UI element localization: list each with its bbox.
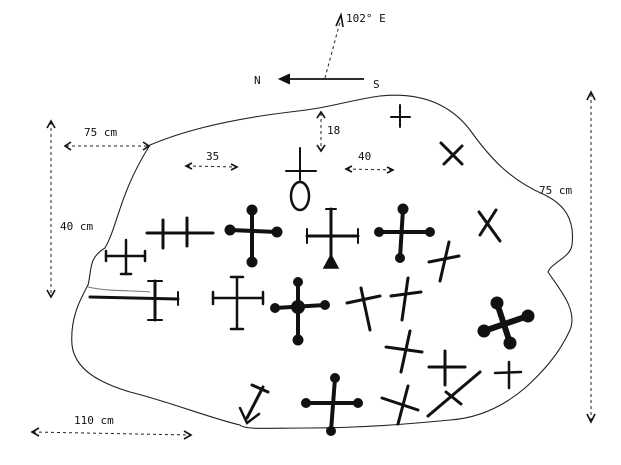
double-bar-cross (145, 216, 215, 250)
diagonal-cross (477, 208, 502, 243)
spacing-right-label: 40 (358, 150, 371, 163)
tilted-cross (380, 384, 420, 426)
small-cross (427, 349, 467, 387)
anchor-shaped-cross (238, 383, 270, 425)
right-height-label: 75 cm (539, 184, 572, 197)
terminal-dot-cross (374, 203, 435, 263)
terminal-dot-cross (270, 277, 330, 346)
bearing-label: 102° E (346, 12, 386, 25)
top-gap-label: 18 (327, 124, 340, 137)
south-label: S (373, 78, 380, 91)
cross-with-oval (285, 147, 317, 212)
dimension-spacing-left: 35 (184, 150, 239, 171)
small-cross (493, 360, 523, 390)
serif-cross (104, 238, 147, 276)
dimension-right-height: 75 cm (539, 90, 596, 424)
slanted-bar-cross (426, 370, 482, 418)
bearing-arrowhead (335, 12, 344, 28)
long-serif-cross (88, 279, 180, 322)
spacing-left-label: 35 (206, 150, 219, 163)
tilted-cross (427, 240, 461, 283)
dimension-bottom-width: 110 cm (30, 414, 193, 440)
diagonal-cross (439, 141, 464, 166)
anchored-cross (305, 207, 360, 269)
terminal-dot-cross (301, 373, 363, 436)
compass: 102° E N S (254, 12, 386, 91)
carved-crosses (88, 104, 535, 436)
dimension-left-height: 40 cm (46, 119, 93, 299)
tilted-cross (384, 329, 424, 374)
tilted-cross (389, 276, 423, 322)
terminal-dot-cross (224, 204, 283, 268)
dimension-top-gap: 18 (316, 110, 340, 153)
terminal-dot-diagonal-cross (477, 296, 535, 350)
north-label: N (254, 74, 261, 87)
bearing-line (324, 21, 341, 79)
left-height-label: 40 cm (60, 220, 93, 233)
bottom-width-label: 110 cm (74, 414, 114, 427)
north-arrowhead (277, 73, 291, 85)
stone-outline (71, 94, 574, 429)
dimension-spacing-right: 40 (344, 150, 395, 174)
serif-cross (211, 275, 265, 331)
top-width-label: 75 cm (84, 126, 117, 139)
dimension-top-width: 75 cm (63, 126, 151, 151)
stone-ridge (87, 286, 151, 293)
small-cross (390, 104, 411, 128)
tilted-cross (345, 286, 382, 332)
